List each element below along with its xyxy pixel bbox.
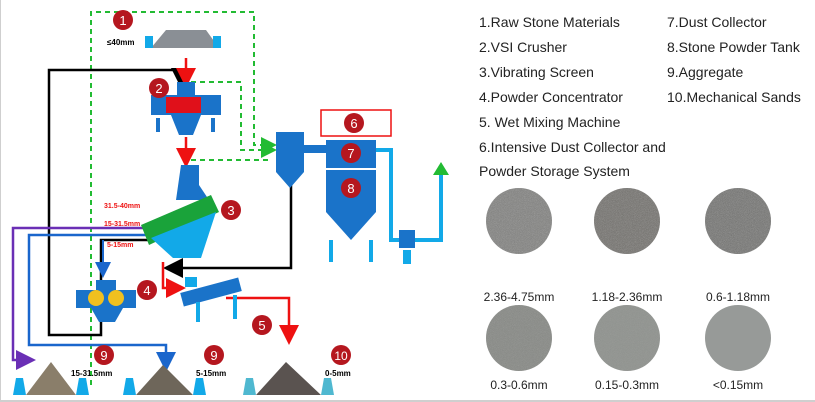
svg-text:1: 1 — [119, 13, 126, 28]
legend-item: 10.Mechanical Sands — [667, 89, 801, 105]
sample-5 — [594, 305, 660, 371]
vsi-crusher — [151, 82, 221, 135]
legend-item: 3.Vibrating Screen — [479, 64, 594, 80]
screen-size-1: 31.5-40mm — [104, 203, 140, 210]
svg-text:3: 3 — [227, 203, 234, 218]
legend-item: 6.Intensive Dust Collector and — [479, 139, 666, 155]
svg-text:4: 4 — [143, 283, 150, 298]
sample-3 — [705, 188, 771, 254]
badge-2: 2 — [149, 78, 169, 98]
raw-stone-pile — [151, 30, 219, 48]
badge-3: 3 — [221, 200, 241, 220]
sample-1 — [486, 188, 552, 254]
svg-text:6: 6 — [350, 116, 357, 131]
legend-item: Powder Storage System — [479, 163, 630, 179]
badge-9a: 9 — [94, 345, 114, 365]
wet-mixing-machine — [180, 277, 242, 322]
sample-label: 0.6-1.18mm — [705, 290, 771, 304]
dust-flow-lines — [90, 11, 277, 385]
legend-item: 9.Aggregate — [667, 64, 744, 80]
sample-label: <0.15mm — [712, 378, 764, 392]
screen-size-3: 5-15mm — [107, 242, 133, 249]
output-size-1: 15-31.5mm — [71, 369, 112, 378]
sample-6 — [705, 305, 771, 371]
material-flow-lines — [161, 58, 299, 345]
sample-label: 0.3-0.6mm — [490, 378, 548, 392]
vibrating-screen — [141, 165, 219, 258]
legend-item: 4.Powder Concentrator — [479, 89, 623, 105]
sample-label: 1.18-2.36mm — [591, 290, 663, 304]
svg-text:10: 10 — [334, 349, 348, 363]
dust-collector-system — [276, 109, 449, 264]
badge-1: 1 — [113, 10, 133, 30]
badge-9b: 9 — [204, 345, 224, 365]
legend-item: 2.VSI Crusher — [479, 39, 567, 55]
blue-flow — [27, 233, 176, 372]
badge-8: 8 — [341, 178, 361, 198]
badge-7: 7 — [341, 143, 361, 163]
legend-item: 5. Wet Mixing Machine — [479, 114, 621, 130]
badge-10: 10 — [331, 345, 351, 365]
svg-text:7: 7 — [347, 146, 354, 161]
badge-5: 5 — [252, 315, 272, 335]
legend-item: 1.Raw Stone Materials — [479, 14, 620, 30]
output-size-2: 5-15mm — [196, 369, 226, 378]
output-size-3: 0-5mm — [325, 369, 351, 378]
svg-text:8: 8 — [347, 181, 354, 196]
powder-concentrator — [76, 280, 136, 322]
svg-text:9: 9 — [100, 348, 107, 363]
sample-2 — [594, 188, 660, 254]
sample-label: 2.36-4.75mm — [483, 290, 555, 304]
badge-6: 6 — [344, 113, 364, 133]
svg-text:2: 2 — [155, 81, 162, 96]
purple-flow — [11, 226, 151, 370]
svg-text:9: 9 — [210, 348, 217, 363]
legend-item: 8.Stone Powder Tank — [667, 39, 800, 55]
sample-4 — [486, 305, 552, 371]
badge-4: 4 — [137, 280, 157, 300]
sample-label: 0.15-0.3mm — [594, 378, 660, 392]
svg-text:5: 5 — [258, 318, 265, 333]
feed-size-label: ≤40mm — [107, 38, 135, 47]
legend-item: 7.Dust Collector — [667, 14, 767, 30]
screen-size-2: 15-31.5mm — [104, 221, 140, 228]
flow-diagram: 1 2 3 4 5 6 7 8 9 9 10 ≤40mm 31.5-40mm 1… — [11, 10, 449, 395]
output-piles — [13, 362, 334, 395]
